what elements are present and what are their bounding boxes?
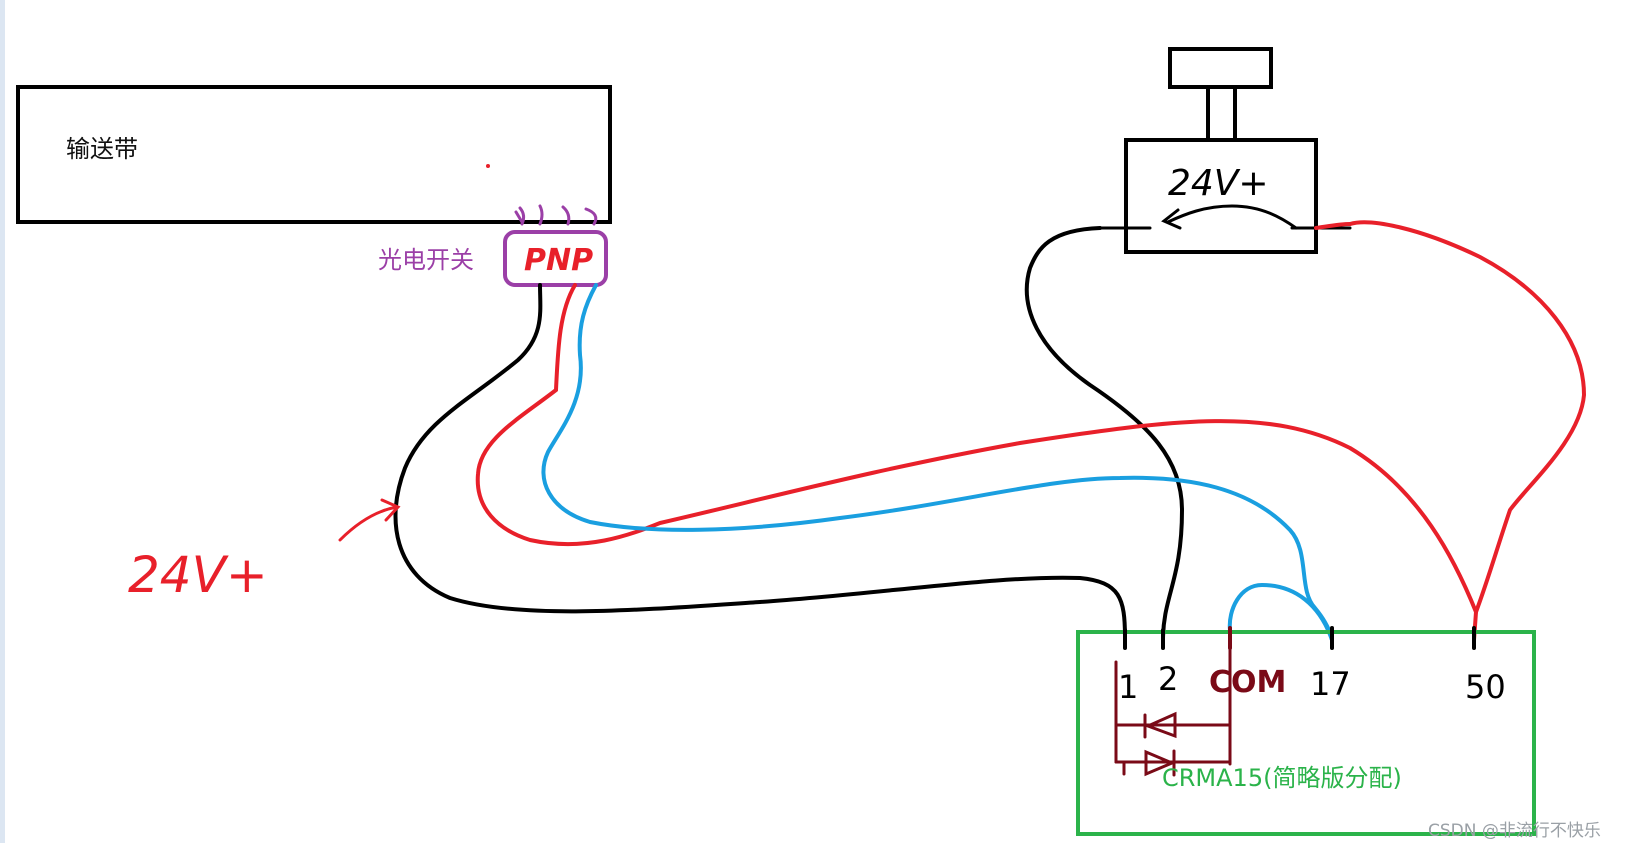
terminal-stubs: [1123, 626, 1476, 650]
terminal-label-com: COM: [1209, 665, 1286, 700]
switch-voltage-label: 24V+: [1168, 163, 1269, 204]
module-box: [1076, 630, 1536, 836]
module-label: CRMA15(简略版分配): [1162, 764, 1402, 792]
switch-contact: [1098, 204, 1352, 230]
switch-cap: [1168, 47, 1273, 89]
blue-wires: [541, 283, 1334, 642]
black-wire-switch-to-terminal-2: [1024, 226, 1185, 642]
conveyor-box: [16, 85, 612, 224]
blue-wire-com-to-terminal-17: [1227, 582, 1334, 642]
red-wire-sensor-to-terminal-50: [475, 220, 1587, 618]
pnp-sensor-type: PNP: [524, 243, 593, 278]
blue-wire-sensor-to-terminal-17: [541, 283, 1334, 642]
terminal-label-50: 50: [1465, 668, 1506, 706]
window-left-edge: [0, 0, 5, 843]
switch-box: [1124, 138, 1318, 254]
pnp-sensor-box: [503, 230, 608, 287]
power-arrow-label: 24V+: [128, 546, 268, 604]
black-wire-sensor-to-terminal-1: [393, 283, 1127, 640]
conveyor-dot: [486, 164, 490, 168]
terminal-label-2: 2: [1158, 660, 1178, 698]
power-arrow-head: [380, 498, 401, 522]
internal-diode-circuit: [1114, 646, 1232, 777]
power-arrow: [338, 505, 399, 542]
watermark: CSDN @非流行不快乐: [1428, 821, 1601, 841]
terminal-label-17: 17: [1310, 665, 1351, 703]
black-wires: [393, 226, 1185, 642]
conveyor-label: 输送带: [66, 135, 138, 163]
red-wire-switch-stub: [1314, 222, 1352, 230]
terminal-label-1: 1: [1118, 668, 1138, 706]
sensor-light-rays: [514, 204, 598, 226]
sensor-label: 光电开关: [378, 246, 474, 274]
